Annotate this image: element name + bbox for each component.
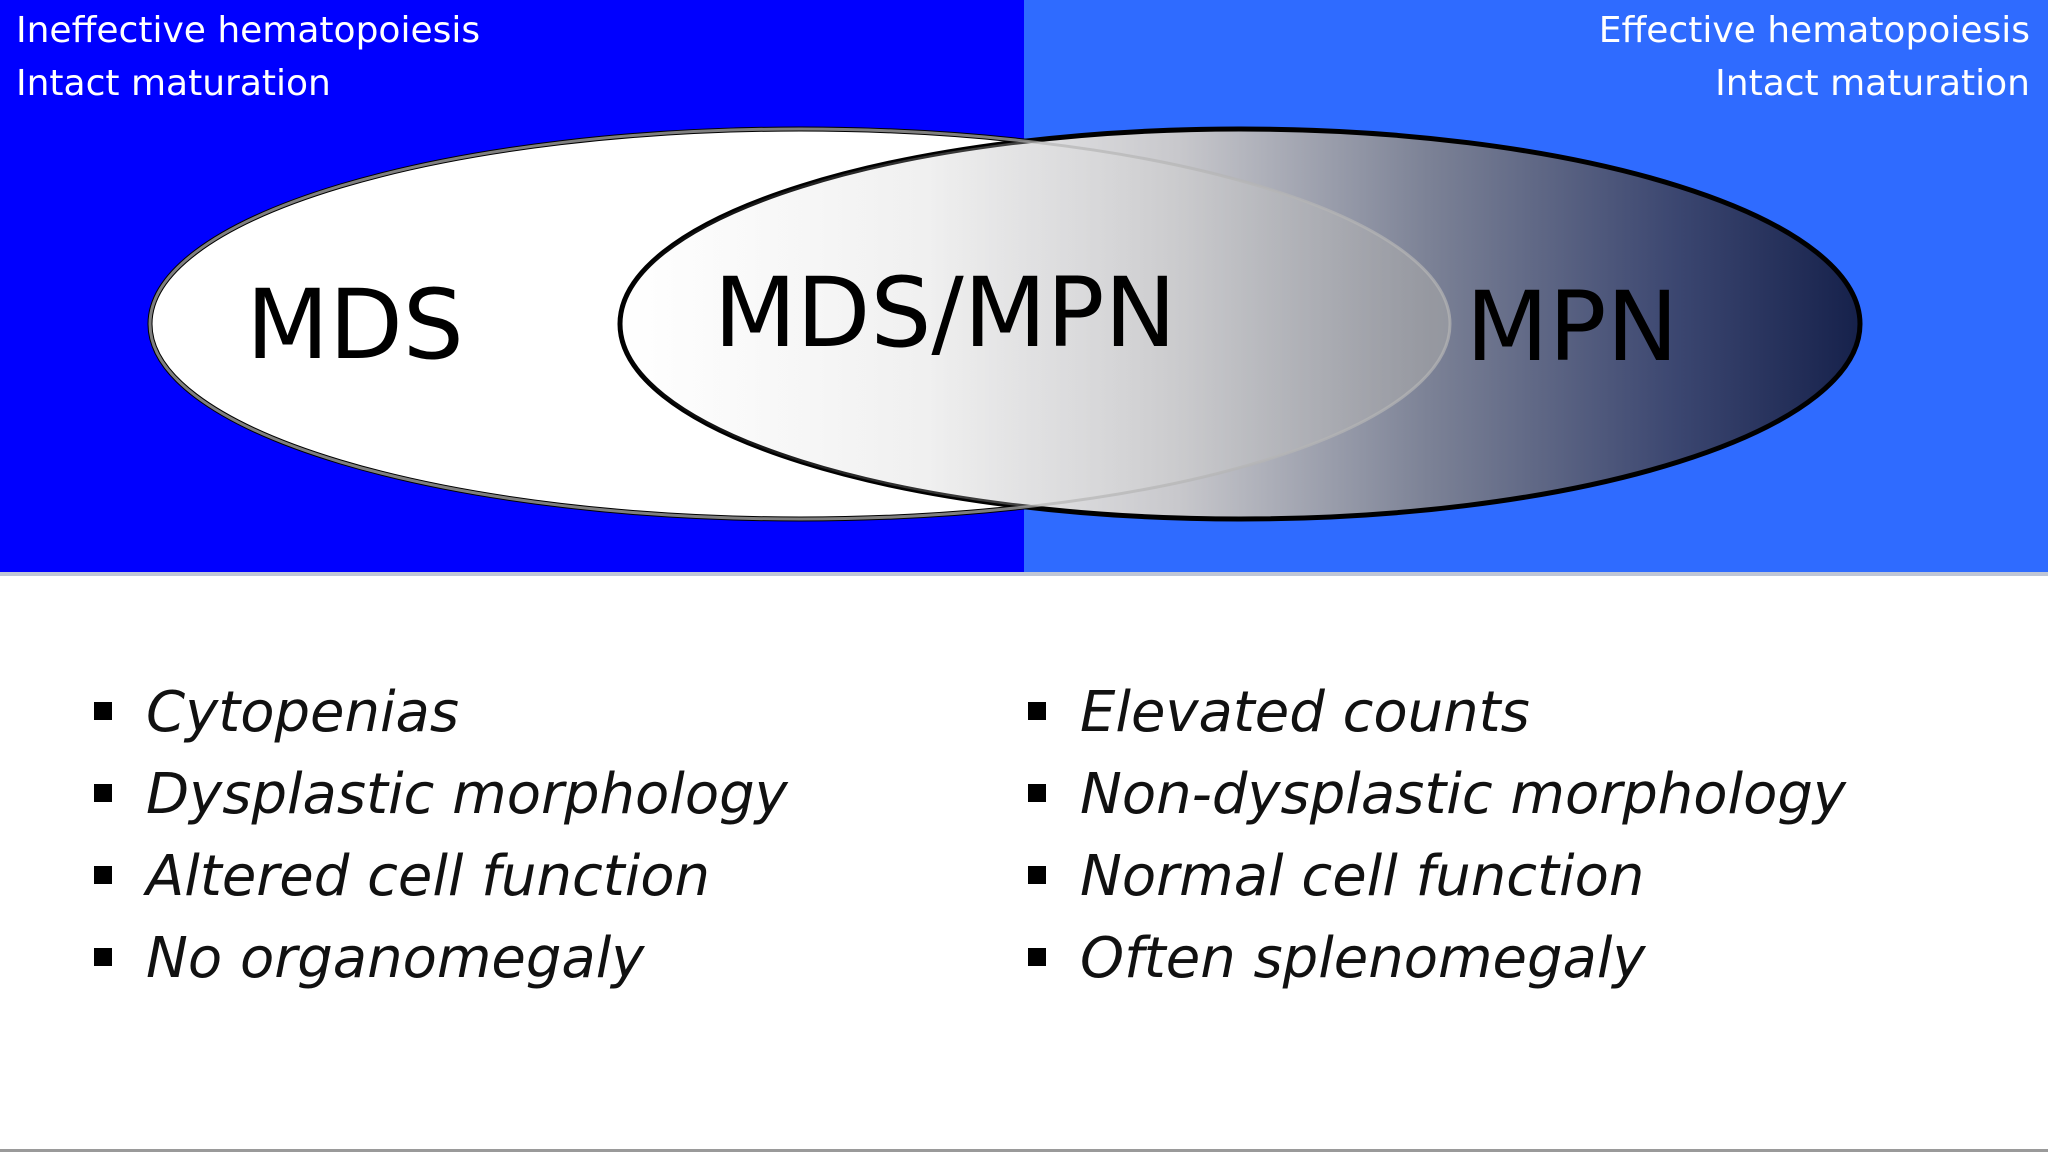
square-bullet-icon [1028,948,1046,966]
mds-ellipse-inner-outline [148,127,1452,521]
mds-mpn-label: MDS/MPN [714,257,1177,369]
list-item: Dysplastic morphology [90,754,788,836]
list-item: No organomegaly [90,918,788,1000]
list-item: Non-dysplastic morphology [1024,754,1846,836]
square-bullet-icon [1028,866,1046,884]
list-item-text: Non-dysplastic morphology [1080,762,1847,827]
list-item-text: Dysplastic morphology [146,762,788,827]
left-panel-line2: Intact maturation [16,63,331,104]
overlap-region [620,129,1450,519]
list-item: Cytopenias [90,672,788,754]
square-bullet-icon [94,866,112,884]
right-panel-line1: Effective hematopoiesis [1599,10,2030,51]
list-item-text: Altered cell function [146,844,711,909]
left-panel-line1: Ineffective hematopoiesis [16,10,480,51]
list-item-text: No organomegaly [146,926,645,991]
venn-diagram: Ineffective hematopoiesis Intact maturat… [0,0,2048,576]
list-item: Elevated counts [1024,672,1846,754]
panel-bottom-edge [0,572,2048,576]
square-bullet-icon [1028,702,1046,720]
venn-svg: Ineffective hematopoiesis Intact maturat… [0,0,2048,576]
list-item: Altered cell function [90,836,788,918]
right-panel-line2: Intact maturation [1715,63,2030,104]
square-bullet-icon [94,784,112,802]
mds-label: MDS [246,269,464,381]
left-bullet-list: Cytopenias Dysplastic morphology Altered… [90,672,788,1000]
square-bullet-icon [94,702,112,720]
right-bullet-list: Elevated counts Non-dysplastic morpholog… [1024,672,1846,1000]
list-item: Normal cell function [1024,836,1846,918]
list-item-text: Often splenomegaly [1080,926,1646,991]
square-bullet-icon [1028,784,1046,802]
list-item-text: Elevated counts [1080,680,1530,745]
slide-bottom-rule [0,1149,2048,1152]
square-bullet-icon [94,948,112,966]
list-item: Often splenomegaly [1024,918,1846,1000]
list-item-text: Normal cell function [1080,844,1645,909]
mpn-label: MPN [1466,271,1679,383]
list-item-text: Cytopenias [146,680,460,745]
